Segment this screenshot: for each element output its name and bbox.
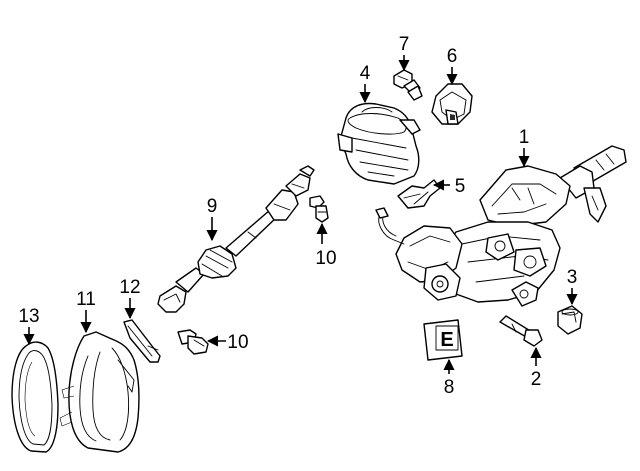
callout-2: 2 bbox=[530, 346, 542, 390]
part-3-nut[interactable] bbox=[557, 305, 583, 335]
callout-label-1: 1 bbox=[519, 127, 530, 148]
callout-13: 13 bbox=[18, 306, 40, 346]
callout-6: 6 bbox=[446, 46, 458, 86]
callout-label-5: 5 bbox=[455, 176, 466, 197]
callout-label-3: 3 bbox=[567, 267, 578, 288]
callout-9: 9 bbox=[206, 196, 218, 242]
callout-label-9: 9 bbox=[207, 196, 218, 217]
part-6-module[interactable] bbox=[431, 83, 473, 125]
callout-label-7: 7 bbox=[399, 34, 410, 55]
part-13-seal[interactable] bbox=[11, 341, 59, 453]
callout-label-10-lower: 10 bbox=[227, 332, 248, 353]
part-2-bolt[interactable] bbox=[499, 315, 543, 347]
callout-1: 1 bbox=[518, 127, 530, 168]
callout-4: 4 bbox=[359, 63, 371, 104]
callout-10-lower: 10 bbox=[206, 332, 249, 353]
part-5-bracket[interactable] bbox=[397, 179, 441, 209]
callout-label-10-upper: 10 bbox=[315, 248, 336, 269]
callout-10-upper: 10 bbox=[315, 222, 337, 269]
part-8-label[interactable]: E bbox=[423, 319, 463, 361]
callout-5: 5 bbox=[432, 176, 466, 197]
label-badge-text: E bbox=[440, 329, 453, 351]
part-10-bolt-upper[interactable] bbox=[309, 195, 329, 223]
callout-8: 8 bbox=[443, 358, 455, 398]
part-11-cover[interactable] bbox=[59, 331, 140, 453]
callout-label-13: 13 bbox=[18, 306, 39, 327]
part-12-clip[interactable] bbox=[123, 319, 161, 363]
part-10-bolt-lower[interactable] bbox=[177, 329, 209, 355]
callout-3: 3 bbox=[566, 267, 578, 306]
callout-label-2: 2 bbox=[531, 369, 542, 390]
callout-label-11: 11 bbox=[76, 289, 96, 310]
callout-label-12: 12 bbox=[119, 277, 140, 298]
callout-12: 12 bbox=[119, 277, 141, 320]
part-4-motor[interactable] bbox=[337, 102, 421, 185]
part-1-steering-column[interactable] bbox=[375, 145, 627, 307]
callout-7: 7 bbox=[398, 34, 410, 72]
callout-label-4: 4 bbox=[360, 63, 371, 84]
callout-label-6: 6 bbox=[447, 46, 458, 67]
callout-label-8: 8 bbox=[444, 377, 455, 398]
part-7-sensor[interactable] bbox=[393, 69, 423, 101]
part-9-intermediate-shaft[interactable] bbox=[157, 165, 315, 313]
callout-11: 11 bbox=[76, 289, 96, 334]
